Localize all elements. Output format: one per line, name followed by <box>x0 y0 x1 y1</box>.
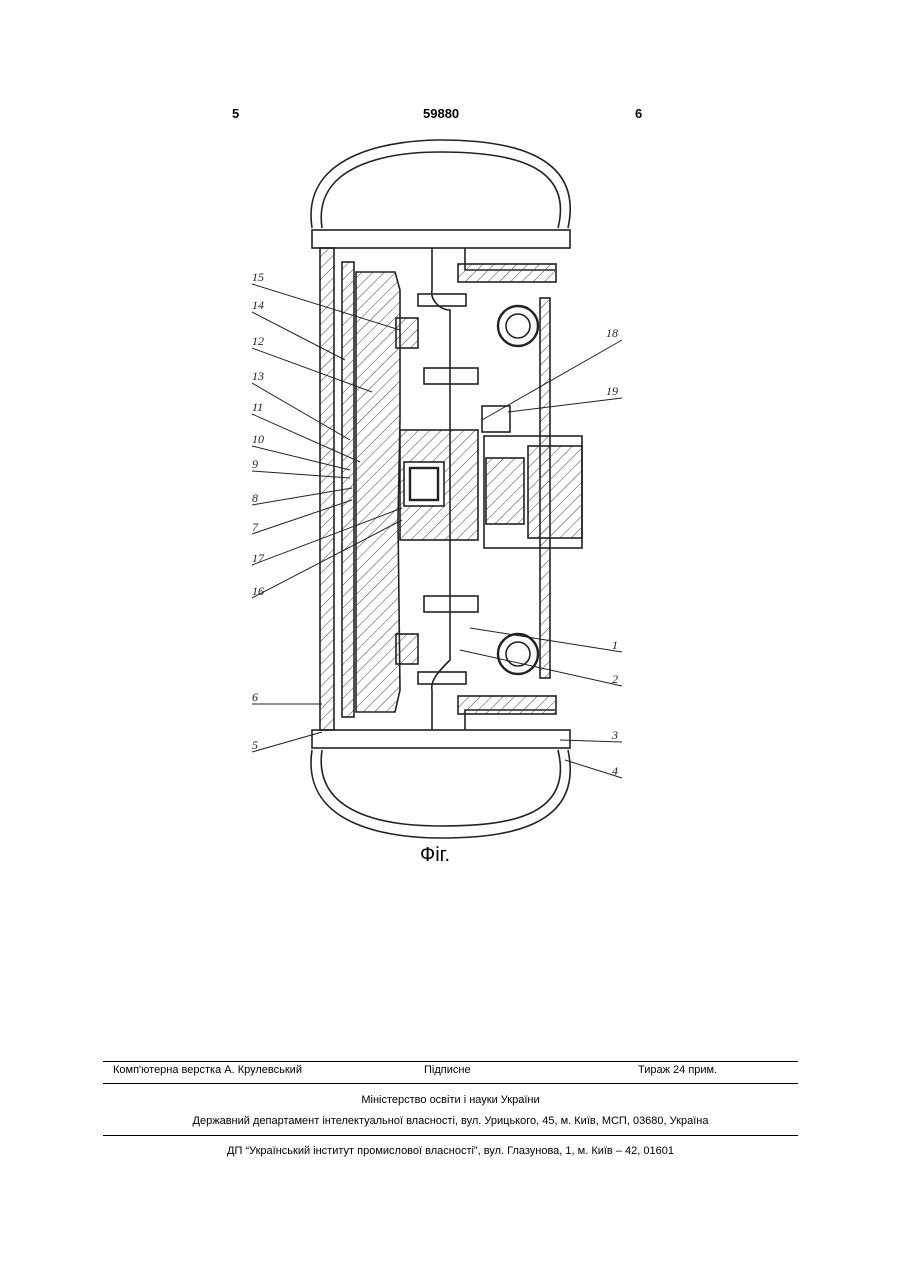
callout-17: 17 <box>252 551 265 565</box>
callout-10: 10 <box>252 432 264 446</box>
layout-credit: Комп'ютерна верстка А. Крулевський <box>113 1064 302 1076</box>
callout-16: 16 <box>252 584 264 598</box>
callout-4: 4 <box>612 764 618 778</box>
signed-label: Підписне <box>424 1064 471 1076</box>
callout-1: 1 <box>612 638 618 652</box>
disc-12 <box>356 272 400 712</box>
page-number-left: 5 <box>232 106 239 121</box>
page-number-right: 6 <box>635 106 642 121</box>
ministry-line: Міністерство освіти і науки України <box>0 1094 901 1106</box>
callout-3: 3 <box>611 728 618 742</box>
callout-19: 19 <box>606 384 618 398</box>
callout-6: 6 <box>252 690 258 704</box>
callout-8: 8 <box>252 491 258 505</box>
callout-7: 7 <box>252 520 259 534</box>
top-dome <box>311 140 570 228</box>
figure-caption: Фіг. <box>420 844 450 867</box>
callout-2: 2 <box>612 672 618 686</box>
bottom-dome <box>311 750 570 838</box>
rule-middle <box>103 1083 798 1084</box>
department-line: Державний департамент інтелектуальної вл… <box>0 1115 901 1127</box>
callout-13: 13 <box>252 369 264 383</box>
printer-line: ДП “Український інститут промислової вла… <box>0 1145 901 1157</box>
patent-number: 59880 <box>423 106 459 121</box>
plate-6 <box>320 248 334 730</box>
callout-14: 14 <box>252 298 264 312</box>
callout-18: 18 <box>606 326 618 340</box>
callout-15: 15 <box>252 270 264 284</box>
top-flange <box>312 230 570 248</box>
technical-drawing: 15 14 12 13 11 10 9 8 7 17 16 6 5 18 19 … <box>236 135 656 880</box>
callout-11: 11 <box>252 400 263 414</box>
rule-top <box>103 1061 798 1062</box>
bottom-flange <box>312 730 570 748</box>
callout-12: 12 <box>252 334 264 348</box>
circulation: Тираж 24 прим. <box>638 1064 717 1076</box>
callout-9: 9 <box>252 457 258 471</box>
callout-5: 5 <box>252 738 258 752</box>
rule-bottom <box>103 1135 798 1136</box>
